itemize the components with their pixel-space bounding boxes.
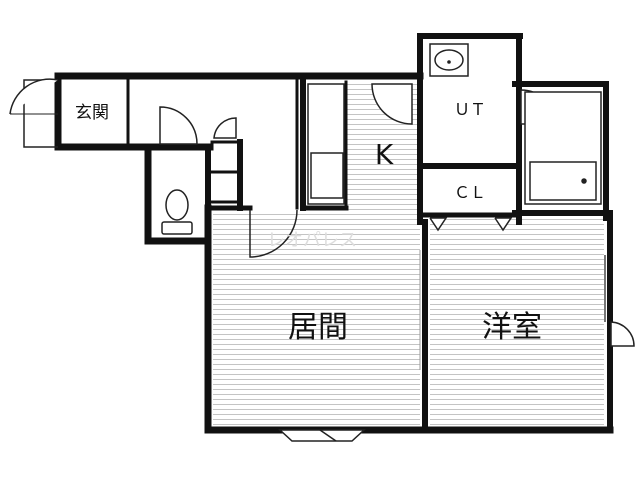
label-kitchen: K — [375, 138, 394, 171]
label-living: 居間 — [288, 310, 348, 345]
living-floor — [213, 213, 420, 426]
watermark: レオパレス — [267, 230, 357, 251]
living-door — [249, 209, 298, 258]
western-room-door — [610, 321, 635, 347]
label-utility: ＵＴ — [454, 100, 486, 119]
living-window — [278, 429, 366, 442]
kitchen-counter — [307, 83, 345, 205]
refrigerator-space — [310, 152, 344, 199]
closet-doors — [429, 217, 513, 232]
ut-door — [371, 83, 413, 125]
washbasin-icon — [429, 43, 469, 77]
storage-door — [213, 117, 237, 139]
western-room-floor — [430, 217, 604, 425]
toilet-door — [159, 106, 198, 145]
toilet-icon — [161, 189, 193, 235]
label-western-room: 洋室 — [482, 310, 542, 345]
label-closet: ＣＬ — [454, 183, 486, 202]
walls — [54, 33, 614, 434]
label-entrance: 玄関 — [75, 103, 109, 123]
bathtub-icon — [524, 91, 602, 205]
